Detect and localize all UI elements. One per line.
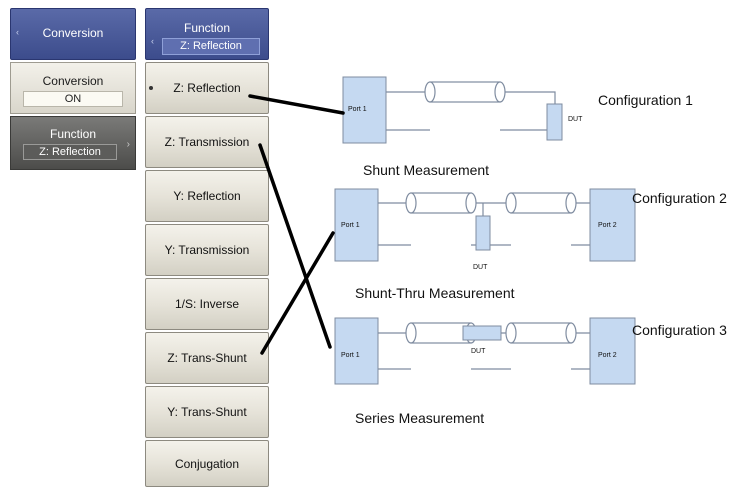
port1-label-config3: Port 1 bbox=[341, 352, 360, 359]
conversion-header-label: Conversion bbox=[42, 26, 104, 40]
menu-item-label: Z: Transmission bbox=[164, 135, 250, 149]
config3-label: Configuration 3 bbox=[632, 322, 727, 338]
config2-label: Configuration 2 bbox=[632, 190, 727, 206]
menu-item-label: Z: Reflection bbox=[173, 81, 241, 95]
port1-label-config2: Port 1 bbox=[341, 222, 360, 229]
port1-box-config3 bbox=[334, 317, 379, 385]
config2-caption: Shunt-Thru Measurement bbox=[355, 285, 515, 301]
selected-bullet-icon bbox=[149, 86, 153, 90]
port2-box-config3 bbox=[589, 317, 636, 385]
menu-item-z-trans-shunt[interactable]: Z: Trans-Shunt bbox=[145, 332, 269, 384]
port1-box-config1 bbox=[342, 76, 387, 144]
function-menu-header-value: Z: Reflection bbox=[162, 38, 260, 55]
dut-box-config3 bbox=[462, 325, 502, 341]
chevron-right-icon: › bbox=[126, 139, 130, 150]
dut-label-config3: DUT bbox=[471, 348, 486, 355]
config3-caption: Series Measurement bbox=[355, 410, 485, 426]
conversion-button[interactable]: Conversion ON bbox=[10, 62, 136, 114]
function-menu-header-label: Function bbox=[183, 21, 231, 35]
menu-item-label: Z: Trans-Shunt bbox=[167, 351, 247, 365]
function-button-label: Function bbox=[49, 127, 97, 141]
menu-item-label: Y: Trans-Shunt bbox=[167, 405, 247, 419]
menu-item-y-transmission[interactable]: Y: Transmission bbox=[145, 224, 269, 276]
chevron-left-icon: ‹ bbox=[151, 36, 154, 46]
connector-z-trans-shunt-config2 bbox=[260, 231, 335, 355]
conversion-header-button[interactable]: ‹ Conversion bbox=[10, 8, 136, 60]
connector-z-reflection-config1 bbox=[248, 94, 345, 115]
menu-item-y-trans-shunt[interactable]: Y: Trans-Shunt bbox=[145, 386, 269, 438]
menu-item-y-reflection[interactable]: Y: Reflection bbox=[145, 170, 269, 222]
conversion-value: ON bbox=[23, 91, 123, 107]
function-menu-header[interactable]: ‹ Function Z: Reflection bbox=[145, 8, 269, 60]
config1-caption: Shunt Measurement bbox=[363, 162, 490, 178]
menu-item-inverse[interactable]: 1/S: Inverse bbox=[145, 278, 269, 330]
menu-item-label: Y: Transmission bbox=[164, 243, 250, 257]
menu-item-z-transmission[interactable]: Z: Transmission bbox=[145, 116, 269, 168]
config1-label: Configuration 1 bbox=[598, 92, 693, 108]
chevron-left-icon: ‹ bbox=[16, 27, 19, 37]
dut-box-config2 bbox=[475, 215, 491, 251]
port1-box-config2 bbox=[334, 188, 379, 262]
menu-item-label: Conjugation bbox=[174, 457, 240, 471]
menu-item-label: Y: Reflection bbox=[173, 189, 241, 203]
port2-label-config3: Port 2 bbox=[598, 352, 617, 359]
dut-box-config1 bbox=[546, 103, 563, 141]
menu-item-conjugation[interactable]: Conjugation bbox=[145, 440, 269, 487]
dut-label-config2: DUT bbox=[473, 264, 488, 271]
menu-item-label: 1/S: Inverse bbox=[174, 297, 240, 311]
function-value: Z: Reflection bbox=[23, 144, 117, 160]
port2-label-config2: Port 2 bbox=[598, 222, 617, 229]
conversion-button-label: Conversion bbox=[42, 74, 104, 88]
dut-label-config1: DUT bbox=[568, 116, 583, 123]
function-button[interactable]: Function Z: Reflection › bbox=[10, 116, 136, 170]
cable-icon bbox=[405, 81, 577, 344]
menu-item-z-reflection[interactable]: Z: Reflection bbox=[145, 62, 269, 114]
connector-z-transmission-config3 bbox=[258, 143, 332, 349]
port2-box-config2 bbox=[589, 188, 636, 262]
port1-label-config1: Port 1 bbox=[348, 106, 367, 113]
